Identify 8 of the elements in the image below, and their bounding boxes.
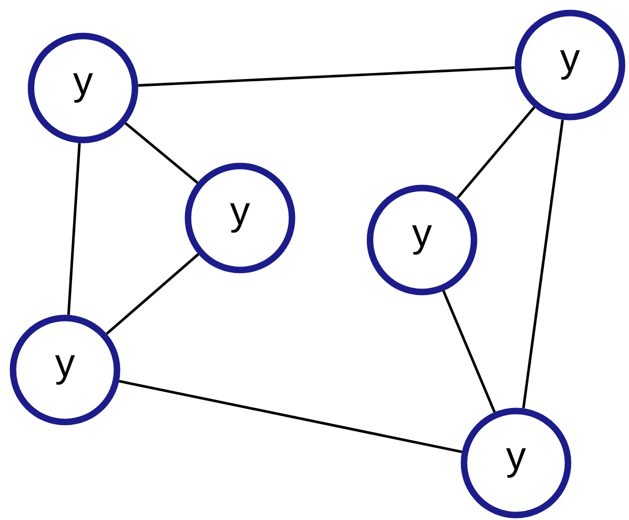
connector-line bbox=[522, 120, 564, 408]
connector-line bbox=[118, 380, 462, 454]
connector-line bbox=[124, 122, 198, 184]
connector-line bbox=[442, 290, 496, 413]
connector-line bbox=[138, 66, 515, 87]
connector-line bbox=[456, 106, 536, 199]
connector-line bbox=[106, 253, 200, 335]
connector-line bbox=[67, 143, 81, 315]
